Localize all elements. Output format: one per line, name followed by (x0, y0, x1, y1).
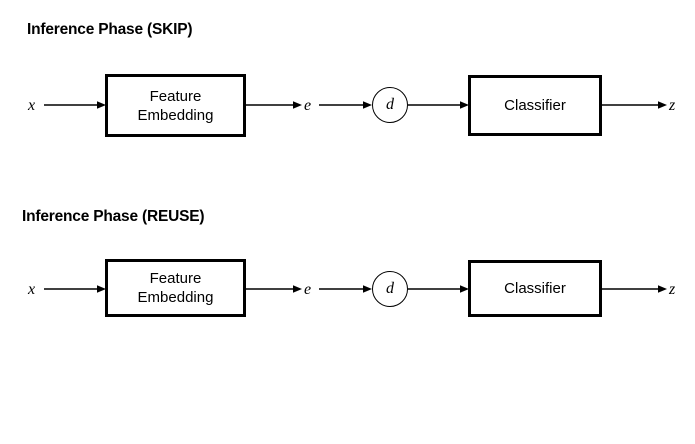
edge-e-to-d-reuse (319, 282, 372, 296)
output-variable-z-skip: z (669, 97, 676, 114)
feature-embedding-label-skip: Feature Embedding (137, 87, 214, 124)
edge-feature-embedding-to-e-reuse (246, 282, 302, 296)
edge-d-to-classifier-skip (408, 98, 469, 112)
edge-e-to-d-skip (319, 98, 372, 112)
feature-embedding-label-reuse: Feature Embedding (137, 270, 214, 306)
feature-embedding-box-skip: Feature Embedding (105, 74, 246, 137)
feature-embedding-box-reuse: Feature Embedding (105, 259, 246, 317)
input-variable-x-skip: x (28, 97, 36, 114)
edge-d-to-classifier-reuse (408, 282, 469, 296)
panel-title-reuse: Inference Phase (REUSE) (22, 208, 205, 225)
distance-node-label-skip: d (386, 96, 394, 113)
edge-x-to-feature-embedding-skip (44, 98, 106, 112)
edge-x-to-feature-embedding-reuse (44, 282, 106, 296)
classifier-label-skip: Classifier (504, 97, 566, 114)
classifier-label-reuse: Classifier (504, 280, 566, 297)
input-variable-x-reuse: x (28, 281, 36, 298)
classifier-box-skip: Classifier (468, 75, 602, 136)
edge-classifier-to-z-reuse (602, 282, 667, 296)
embedding-variable-e-reuse: e (304, 281, 312, 298)
distance-node-d-reuse: d (372, 271, 408, 307)
panel-title-skip: Inference Phase (SKIP) (27, 21, 193, 38)
embedding-variable-e-skip: e (304, 97, 312, 114)
edge-classifier-to-z-skip (602, 98, 667, 112)
classifier-box-reuse: Classifier (468, 260, 602, 317)
distance-node-label-reuse: d (386, 280, 394, 297)
output-variable-z-reuse: z (669, 281, 676, 298)
edge-feature-embedding-to-e-skip (246, 98, 302, 112)
distance-node-d-skip: d (372, 87, 408, 123)
